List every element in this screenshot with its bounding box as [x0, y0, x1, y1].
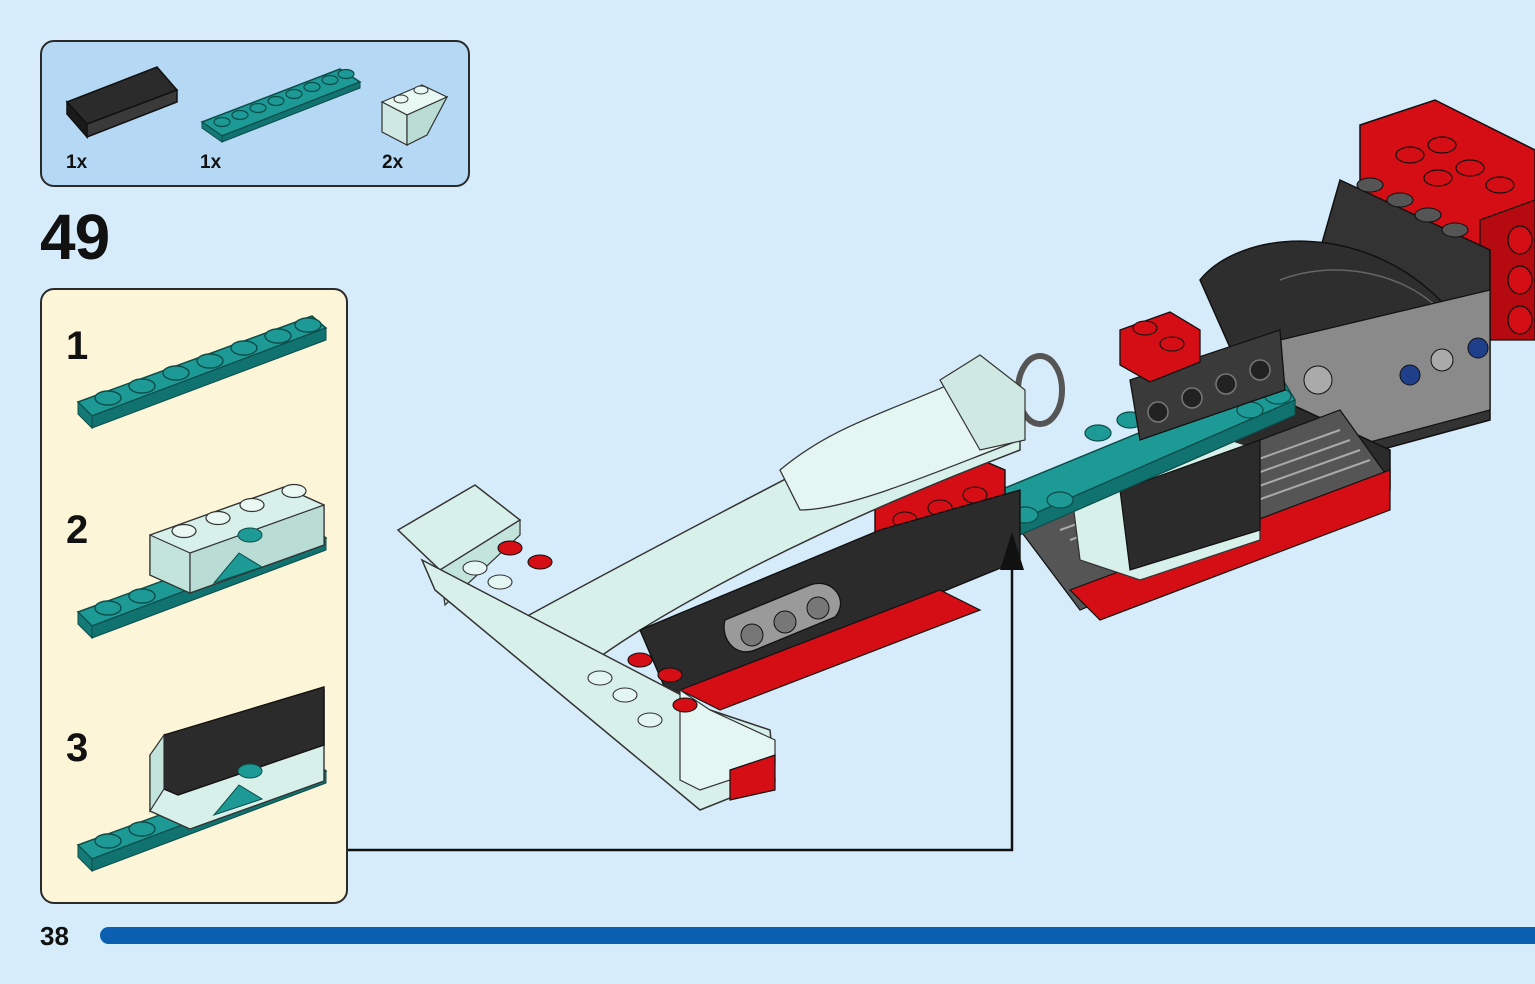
black-bracket-icon — [65, 66, 179, 140]
substep-number: 2 — [66, 508, 89, 552]
substep-number: 3 — [66, 726, 89, 770]
teal-plate-icon — [76, 315, 328, 430]
teal-plate-with-slopes-icon — [76, 483, 328, 640]
light-aqua-slope-icon — [380, 84, 449, 146]
page-number: 38 — [40, 921, 69, 951]
teal-plate-1x8-icon — [200, 68, 362, 143]
part-quantity: 2x — [382, 152, 404, 173]
technic-beam — [723, 582, 842, 653]
part-quantity: 1x — [66, 152, 88, 173]
parts-list-box: 1x 1x 2x — [40, 40, 470, 187]
step-number: 49 — [40, 201, 110, 273]
substep-number: 1 — [66, 324, 89, 368]
teal-plate-with-black-bracket-icon — [76, 686, 328, 873]
progress-bar — [100, 927, 1535, 944]
part-quantity: 1x — [200, 152, 222, 173]
race-car-model — [396, 99, 1535, 811]
subassembly-box: 1 2 3 — [40, 288, 348, 904]
